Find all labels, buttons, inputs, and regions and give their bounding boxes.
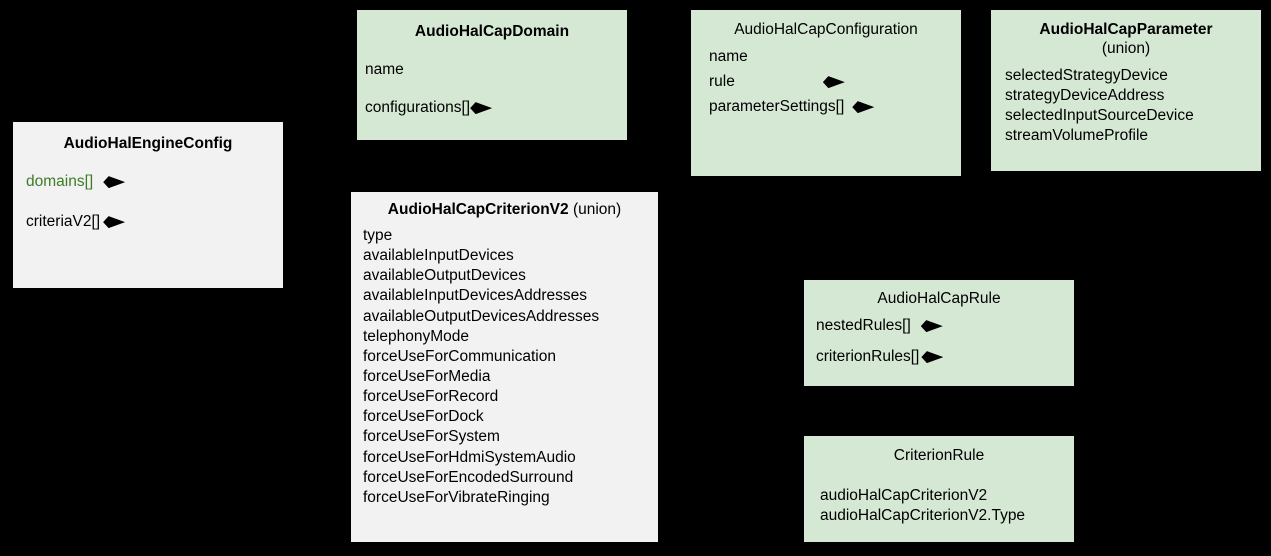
field-label-forceusefordock: forceUseForDock — [363, 408, 484, 426]
class-box-criterionrule[interactable]: CriterionRule audioHalCapCriterionV2 aud… — [804, 436, 1074, 542]
field-label-forceuseformedia: forceUseForMedia — [363, 367, 491, 385]
field-label-configurations: configurations[] — [365, 99, 471, 116]
field-row-name: name — [709, 47, 748, 67]
class-title-audiohalcapparameter: AudioHalCapParameter — [1039, 21, 1213, 38]
class-box-audiohalcaprule[interactable]: AudioHalCapRule nestedRules[] criterionR… — [804, 280, 1074, 386]
class-stereotype-audiohalcapcriterionv2: (union) — [572, 201, 622, 218]
class-title-audiohalcapcriterionv2: AudioHalCapCriterionV2 (union) — [351, 200, 658, 219]
class-title-criterionrule: CriterionRule — [893, 447, 985, 464]
field-label-name: name — [709, 48, 748, 65]
class-box-audiohalcapconfiguration[interactable]: AudioHalCapConfiguration name rule param… — [691, 10, 961, 176]
field-label-type: type — [363, 227, 393, 244]
class-title-audiohalcaprule: AudioHalCapRule — [877, 290, 1001, 307]
field-label-forceuseforrecord: forceUseForRecord — [363, 388, 499, 406]
field-label-domains: domains[] — [26, 173, 94, 190]
composition-diamond-icon — [103, 176, 126, 189]
field-label-rule: rule — [709, 73, 735, 90]
field-label-audiohalcapcriterionv2: audioHalCapCriterionV2 — [820, 487, 988, 504]
field-label-selectedstrategydevice: selectedStrategyDevice — [1005, 67, 1168, 84]
field-label-forceuseforencodedsurround: forceUseForEncodedSurround — [363, 468, 574, 486]
field-row-configurations: configurations[] — [365, 98, 493, 118]
field-label-audiohalcapcriterionv2-type: audioHalCapCriterionV2.Type — [820, 507, 1026, 525]
class-title-audiohalcapconfiguration: AudioHalCapConfiguration — [734, 21, 918, 38]
field-row-domains: domains[] — [26, 172, 126, 192]
field-label-streamvolumeprofile: streamVolumeProfile — [1005, 127, 1149, 145]
composition-diamond-icon — [470, 102, 493, 115]
field-label-availableinputdevices: availableInputDevices — [363, 247, 514, 265]
field-list-criterionrule: audioHalCapCriterionV2 audioHalCapCriter… — [820, 486, 1025, 526]
field-label-forceuseforsystem: forceUseForSystem — [363, 428, 500, 446]
field-label-availableoutputdevicesaddresses: availableOutputDevicesAddresses — [363, 307, 600, 325]
field-label-strategydeviceaddress: strategyDeviceAddress — [1005, 87, 1165, 105]
composition-diamond-icon — [920, 320, 943, 333]
field-label-criterionrules: criterionRules[] — [816, 348, 920, 365]
class-box-audiohalcapcriterionv2[interactable]: AudioHalCapCriterionV2 (union) type avai… — [351, 192, 658, 542]
class-title-audiohalcapdomain: AudioHalCapDomain — [414, 23, 570, 40]
field-label-nestedrules: nestedRules[] — [816, 317, 911, 334]
field-row-parametersettings: parameterSettings[] — [709, 97, 875, 117]
composition-diamond-icon — [103, 216, 126, 229]
class-box-audiohalcapparameter[interactable]: AudioHalCapParameter (union) selectedStr… — [991, 10, 1261, 171]
field-label-name: name — [365, 61, 404, 78]
field-label-availableinputdevicesaddresses: availableInputDevicesAddresses — [363, 287, 588, 305]
class-box-audiohalcapdomain[interactable]: AudioHalCapDomain name configurations[] — [357, 10, 627, 140]
field-row-criterionrules: criterionRules[] — [816, 347, 944, 367]
field-label-selectedinputsourcedevice: selectedInputSourceDevice — [1005, 107, 1194, 125]
field-label-forceuseforhdmisystemaudio: forceUseForHdmiSystemAudio — [363, 448, 576, 466]
field-label-telephonymode: telephonyMode — [363, 327, 469, 345]
class-title-text: AudioHalCapCriterionV2 — [387, 201, 569, 218]
field-row-name: name — [365, 60, 404, 80]
composition-diamond-icon — [822, 76, 845, 89]
class-title-audiohalengineconfig: AudioHalEngineConfig — [63, 135, 233, 152]
field-label-forceuseforvibrateringing: forceUseForVibrateRinging — [363, 488, 550, 506]
field-list-audiohalcapparameter: selectedStrategyDevice strategyDeviceAdd… — [1005, 66, 1194, 147]
class-stereotype-audiohalcapparameter: (union) — [1101, 40, 1151, 58]
composition-diamond-icon — [852, 101, 875, 114]
field-list-audiohalcapcriterionv2: type availableInputDevices availableOutp… — [363, 226, 599, 508]
field-label-forceuseforcommunication: forceUseForCommunication — [363, 347, 556, 365]
field-label-parametersettings: parameterSettings[] — [709, 98, 845, 115]
field-row-rule: rule — [709, 72, 845, 92]
field-label-availableoutputdevices: availableOutputDevices — [363, 267, 526, 285]
field-row-criteriav2: criteriaV2[] — [26, 212, 126, 232]
field-row-nestedrules: nestedRules[] — [816, 316, 943, 336]
field-label-criteriav2: criteriaV2[] — [26, 213, 101, 230]
class-box-audiohalengineconfig[interactable]: AudioHalEngineConfig domains[] criteriaV… — [13, 122, 283, 288]
composition-diamond-icon — [921, 351, 944, 364]
